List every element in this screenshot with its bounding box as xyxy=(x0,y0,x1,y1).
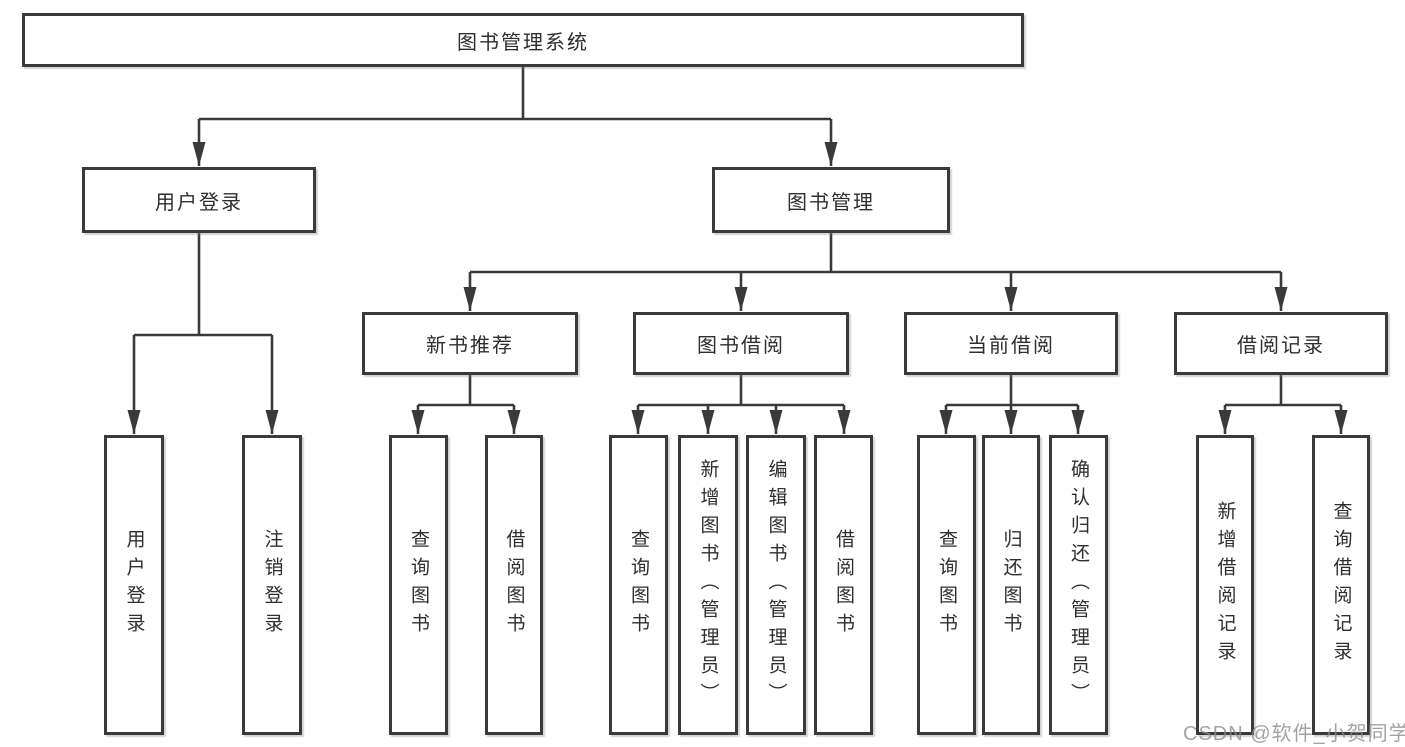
node-user-login: 用户登录 xyxy=(82,167,316,233)
leaf-nb-query-books: 查询图书 xyxy=(389,435,448,735)
csdn-watermark: CSDN @软件_小贺同学 xyxy=(1183,723,1405,745)
leaf-br-add-record-label: 新增借阅记录 xyxy=(1214,501,1236,669)
leaf-cb-query-books-label: 查询图书 xyxy=(936,529,957,641)
leaf-bb-query-books: 查询图书 xyxy=(609,435,668,735)
node-borrow-records: 借阅记录 xyxy=(1174,312,1388,375)
leaf-bb-add-books: 新增图书（管理员） xyxy=(678,435,738,735)
node-book-mgmt: 图书管理 xyxy=(712,167,950,233)
leaf-nb-borrow-books: 借阅图书 xyxy=(485,435,543,735)
leaf-bb-edit-books: 编辑图书（管理员） xyxy=(746,435,806,735)
leaf-user-login: 用户登录 xyxy=(104,435,164,735)
leaf-nb-query-books-label: 查询图书 xyxy=(408,529,429,641)
leaf-br-query-record-label: 查询借阅记录 xyxy=(1330,501,1352,669)
leaf-cb-confirm-return-label: 确认归还（管理员） xyxy=(1068,459,1089,711)
leaf-logout: 注销登录 xyxy=(242,435,302,735)
leaf-bb-borrow-books-label: 借阅图书 xyxy=(833,529,854,641)
leaf-nb-borrow-books-label: 借阅图书 xyxy=(503,529,525,641)
leaf-br-query-record: 查询借阅记录 xyxy=(1312,435,1370,735)
leaf-cb-query-books: 查询图书 xyxy=(917,435,976,735)
leaf-br-add-record: 新增借阅记录 xyxy=(1196,435,1254,735)
leaf-user-login-label: 用户登录 xyxy=(123,529,145,641)
leaf-cb-return-books-label: 归还图书 xyxy=(1000,529,1022,641)
leaf-bb-edit-books-label: 编辑图书（管理员） xyxy=(765,459,787,711)
leaf-logout-label: 注销登录 xyxy=(261,529,283,641)
node-current-borrow: 当前借阅 xyxy=(904,312,1118,375)
node-book-borrow: 图书借阅 xyxy=(633,312,849,375)
leaf-bb-query-books-label: 查询图书 xyxy=(628,529,649,641)
node-new-books: 新书推荐 xyxy=(362,312,578,375)
leaf-bb-add-books-label: 新增图书（管理员） xyxy=(697,459,719,711)
node-root: 图书管理系统 xyxy=(22,13,1024,67)
leaf-cb-return-books: 归还图书 xyxy=(982,435,1040,735)
leaf-cb-confirm-return: 确认归还（管理员） xyxy=(1049,435,1108,735)
leaf-bb-borrow-books: 借阅图书 xyxy=(814,435,873,735)
